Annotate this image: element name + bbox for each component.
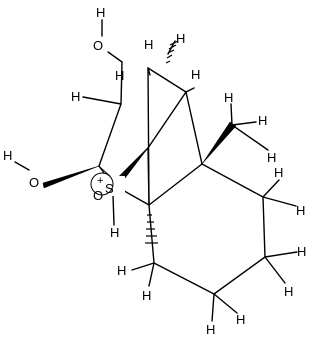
atom-h-ring-3: H <box>297 244 306 259</box>
bond-ring-4 <box>153 262 215 295</box>
atom-o-top: O <box>93 38 103 53</box>
bond-c1-h-left <box>82 96 122 105</box>
atom-s-center: S <box>105 181 114 196</box>
wedge-c2-o-left <box>42 165 100 189</box>
bond-methyl-h3 <box>231 124 269 151</box>
atom-h-ring-2: H <box>296 203 305 218</box>
atom-h-ring-8: H <box>142 288 151 303</box>
atom-h-left-2: H <box>115 68 124 83</box>
bond-rh-2 <box>262 196 297 207</box>
bond-rh-8 <box>148 262 155 287</box>
charge-plus: + <box>97 175 103 187</box>
bond-ring-1 <box>201 163 264 198</box>
hashed-bonds <box>145 40 179 244</box>
bond-bridge-5 <box>185 91 203 165</box>
bond-rh-1 <box>262 179 280 198</box>
bond-ring-3 <box>213 256 266 295</box>
bond-ring-2 <box>262 196 266 258</box>
atom-h-methyl-1: H <box>224 90 233 105</box>
atom-h-ring-4: H <box>284 284 293 299</box>
atom-h-methyl-2: H <box>258 113 267 128</box>
bond-bridge-3 <box>147 91 187 149</box>
atom-o-left: O <box>29 175 39 190</box>
atom-labels: H O H H H H H H O O S + H H H H H H H H … <box>3 5 306 337</box>
bond-ho-left <box>14 161 30 171</box>
atom-h-top: H <box>96 5 105 20</box>
atom-h-bridge-right: H <box>191 67 200 82</box>
atom-h-ring-6: H <box>236 312 245 327</box>
bond-o-h-lower <box>112 194 115 226</box>
atom-h-left-ho: H <box>3 148 12 163</box>
bond-c-h-right-top <box>185 87 195 93</box>
wedge-methyl <box>201 121 237 165</box>
atom-h-ring-1: H <box>274 165 283 180</box>
bond-methyl-h2 <box>231 121 257 126</box>
bond-ctop-c1 <box>120 61 123 105</box>
bond-rh-5 <box>211 293 215 322</box>
bond-bridge-6 <box>148 163 203 206</box>
bond-rh-4 <box>264 256 286 284</box>
atom-h-ctop-1: H <box>144 37 153 52</box>
bond-c1-c2 <box>98 103 122 167</box>
atom-h-left-1: H <box>71 89 80 104</box>
bond-rh-6 <box>213 293 238 314</box>
bond-lines <box>14 19 298 322</box>
bond-bridge-8 <box>147 147 150 206</box>
bond-rh-7 <box>131 262 155 271</box>
bond-ring-5 <box>148 204 155 264</box>
atom-h-methyl-3: H <box>267 150 276 165</box>
bond-rh-3 <box>264 251 298 258</box>
atom-h-lower-oh: H <box>110 225 119 240</box>
bond-bridge-2 <box>147 67 187 93</box>
atom-o-center: O <box>93 188 103 203</box>
atom-h-ring-7: H <box>117 263 126 278</box>
bond-methyl-h1 <box>230 103 233 126</box>
bond-o-ch2-top <box>107 51 123 63</box>
atom-h-ring-5: H <box>206 322 215 337</box>
charge-circle <box>90 172 114 196</box>
atom-h-ctop-2: H <box>176 31 185 46</box>
